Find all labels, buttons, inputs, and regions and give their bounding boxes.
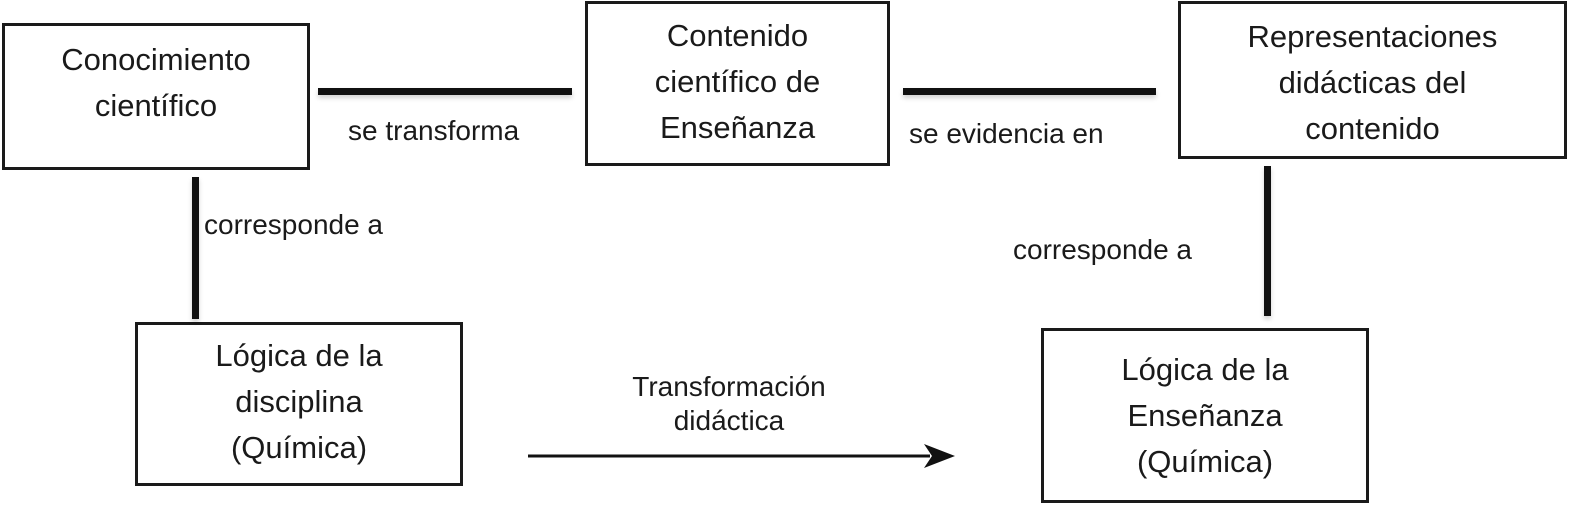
node-logica-ensenanza: Lógica de la Enseñanza (Química)	[1041, 328, 1369, 503]
node-representaciones-didacticas: Representaciones didácticas del contenid…	[1178, 1, 1567, 159]
node-conocimiento-cientifico: Conocimiento científico	[2, 23, 310, 170]
edge-label-se-transforma: se transforma	[348, 115, 520, 146]
arrow-head	[924, 444, 955, 468]
connector-corresponde-right	[1264, 166, 1271, 316]
edge-label-se-evidencia-en: se evidencia en	[909, 118, 1104, 149]
node-logica-ensenanza-label: Lógica de la Enseñanza (Química)	[1121, 351, 1289, 479]
edge-label-corresponde-a-right: corresponde a	[1013, 234, 1193, 265]
connector-se-evidencia-en	[903, 88, 1156, 95]
edge-label-transformacion-didactica: Transformación didáctica	[632, 371, 826, 436]
connector-corresponde-left	[192, 177, 199, 319]
node-representaciones-didacticas-label: Representaciones didácticas del contenid…	[1247, 19, 1498, 146]
node-logica-disciplina-label: Lógica de la disciplina (Química)	[215, 338, 383, 465]
edge-label-corresponde-a-left: corresponde a	[204, 209, 384, 240]
node-conocimiento-cientifico-label: Conocimiento científico	[61, 41, 251, 123]
node-contenido-cientifico-ensenanza-label: Contenido científico de Enseñanza	[654, 17, 821, 145]
node-logica-disciplina: Lógica de la disciplina (Química)	[135, 322, 463, 486]
node-contenido-cientifico-ensenanza: Contenido científico de Enseñanza	[585, 1, 890, 166]
connector-se-transforma	[318, 88, 572, 95]
